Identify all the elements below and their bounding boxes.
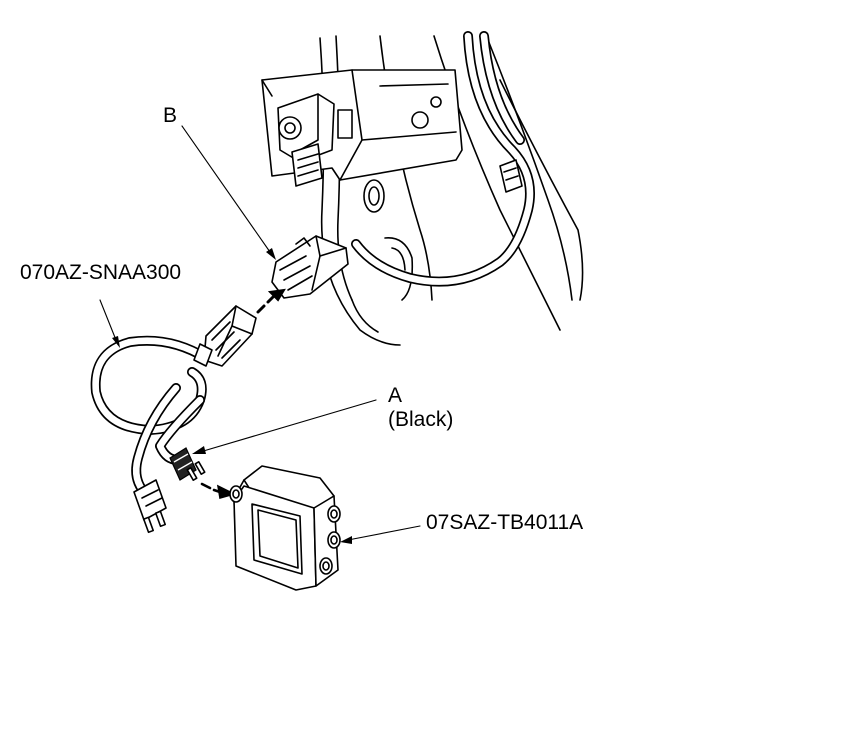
- label-test-box: 07SAZ-TB4011A: [426, 511, 583, 534]
- mate-arrow-a: [200, 482, 237, 500]
- connector-b: [271, 235, 349, 299]
- label-b: B: [163, 104, 177, 127]
- leader-lines: [99, 125, 421, 544]
- tool-harness-connector: [193, 305, 257, 367]
- test-box: [229, 465, 341, 591]
- label-a-color: (Black): [388, 408, 453, 431]
- leader-test-box: [347, 525, 421, 541]
- panel-hole-1: [363, 179, 385, 213]
- connector-a: [169, 447, 206, 481]
- leader-harness: [99, 299, 117, 341]
- leader-b: [181, 125, 271, 253]
- mate-arrow-b: [256, 288, 286, 314]
- sensor: [277, 93, 335, 187]
- label-harness-tool: 070AZ-SNAA300: [20, 261, 181, 284]
- leader-a: [199, 399, 377, 453]
- label-a: A: [388, 384, 402, 407]
- vehicle-harness: [351, 31, 535, 287]
- power-plug: [133, 479, 167, 534]
- bracket-bolt: [411, 111, 429, 129]
